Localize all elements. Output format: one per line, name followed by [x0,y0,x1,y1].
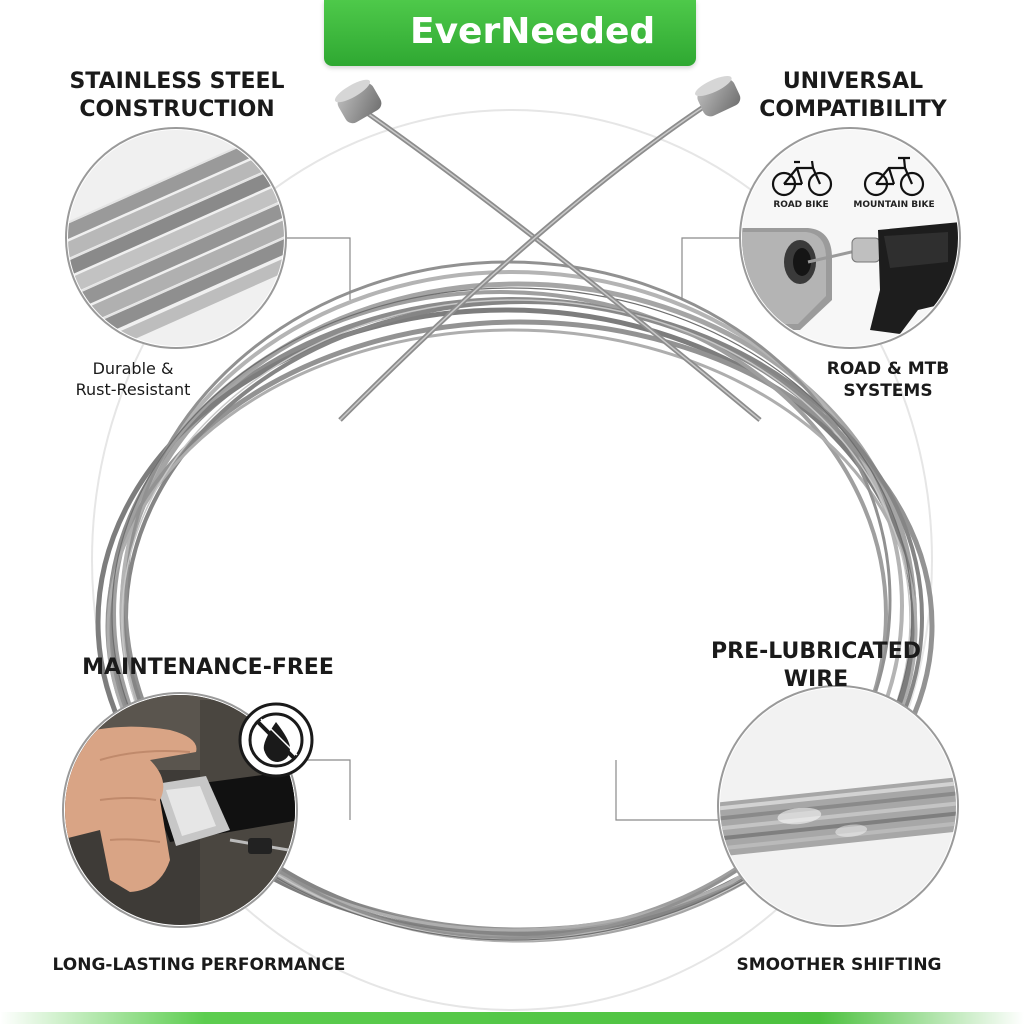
mountain-bike-label: MOUNTAIN BIKE [853,200,935,210]
feature-caption-durable: Durable & Rust-Resistant [75,359,191,399]
brand-name: EverNeeded [410,11,656,52]
cable-end-cap-right [695,75,741,117]
no-oil-drop-icon [238,702,314,778]
cable-end-cap-left [334,79,382,124]
feature-title-prelubricated: PRE-LUBRICATED WIRE [711,639,921,692]
detail-compatibility [739,127,961,349]
road-bike-icon [771,160,833,197]
feature-title-maintenance: MAINTENANCE-FREE [82,655,334,680]
feature-caption-systems: ROAD & MTB SYSTEMS [826,359,950,401]
detail-maintenance [62,692,314,928]
feature-title-compatibility: UNIVERSAL COMPATIBILITY [759,69,947,122]
road-bike-label: ROAD BIKE [773,200,829,210]
mountain-bike-icon [863,156,925,197]
feature-caption-shifting: SMOOTHER SHIFTING [736,955,942,975]
cable-coil [95,260,935,943]
cable-ends [334,75,762,422]
feature-title-stainless: STAINLESS STEEL CONSTRUCTION [69,69,285,122]
feature-caption-performance: LONG-LASTING PERFORMANCE [52,955,346,975]
bottom-accent-bar [0,1012,1024,1024]
brand-banner [324,0,696,66]
detail-prelubricated [717,685,959,927]
shifter-mechanism [742,222,958,334]
background-arc [91,109,933,1011]
connector-lines [284,237,742,821]
